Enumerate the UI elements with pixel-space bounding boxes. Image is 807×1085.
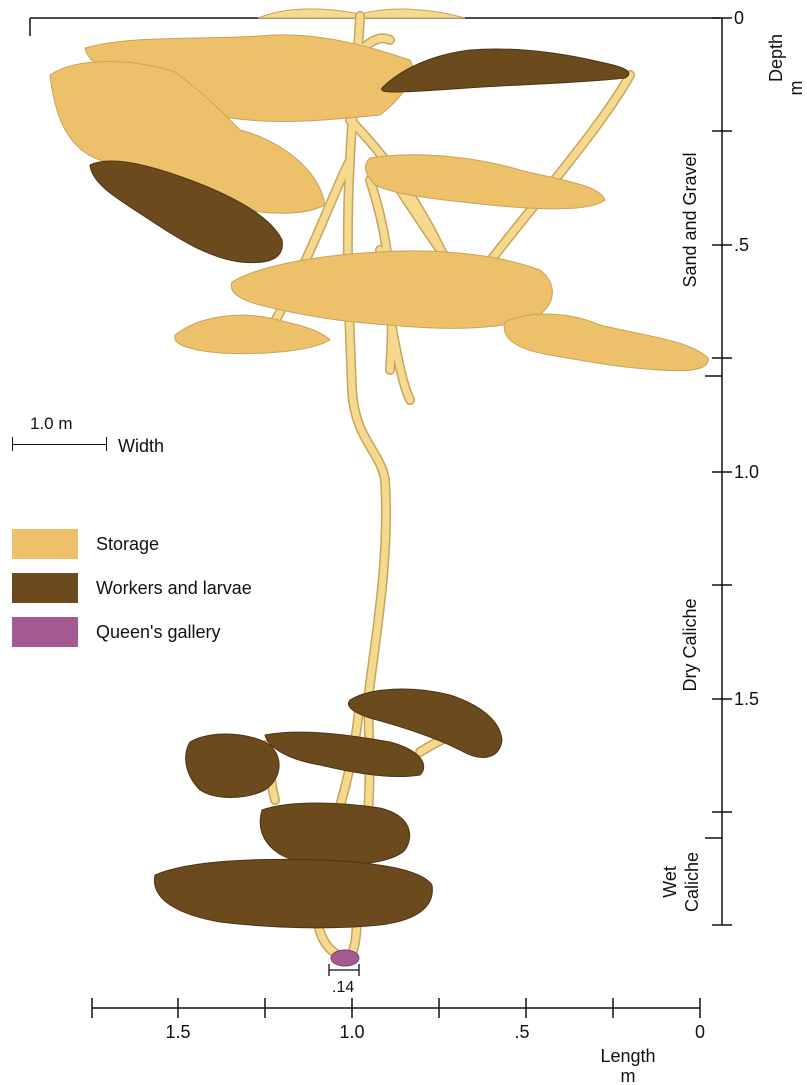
legend-label: Storage bbox=[96, 534, 159, 555]
legend-item-workers: Workers and larvae bbox=[12, 566, 252, 610]
zone-label-sand-gravel: Sand and Gravel bbox=[680, 152, 700, 287]
legend-swatch-workers bbox=[12, 573, 78, 603]
queen-width-label: .14 bbox=[332, 979, 354, 996]
legend-item-storage: Storage bbox=[12, 522, 252, 566]
length-tick-label: 1.0 bbox=[339, 1022, 364, 1042]
worker-chamber bbox=[186, 734, 279, 797]
storage-chamber bbox=[504, 314, 708, 371]
worker-chamber bbox=[260, 803, 409, 865]
worker-chamber bbox=[154, 859, 432, 927]
legend-label: Queen's gallery bbox=[96, 622, 221, 643]
length-axis-unit: m bbox=[621, 1066, 636, 1085]
depth-tick-label: 1.0 bbox=[734, 462, 759, 482]
worker-chamber bbox=[382, 49, 629, 92]
depth-axis-unit: m bbox=[786, 81, 806, 96]
zone-label-wet: Wet bbox=[660, 866, 680, 898]
length-axis: 1.5 1.0 .5 0 Length m bbox=[92, 998, 705, 1085]
depth-tick-label: .5 bbox=[734, 235, 749, 255]
depth-tick-label: 0 bbox=[734, 8, 744, 28]
depth-axis-title: Depth bbox=[766, 34, 786, 82]
zone-label-dry-caliche: Dry Caliche bbox=[680, 598, 700, 691]
length-tick-label: 0 bbox=[695, 1022, 705, 1042]
depth-axis: 0 .5 1.0 1.5 Depth m bbox=[705, 8, 806, 925]
length-tick-label: 1.5 bbox=[165, 1022, 190, 1042]
width-scale-bar: 1.0 m Width bbox=[10, 414, 180, 454]
length-tick-label: .5 bbox=[514, 1022, 529, 1042]
worker-chamber bbox=[265, 732, 424, 776]
legend-swatch-queen bbox=[12, 617, 78, 647]
legend: Storage Workers and larvae Queen's galle… bbox=[12, 522, 252, 654]
zone-label-caliche: Caliche bbox=[682, 852, 702, 912]
legend-label: Workers and larvae bbox=[96, 578, 252, 599]
scale-bar-line bbox=[12, 444, 106, 445]
depth-tick-label: 1.5 bbox=[734, 689, 759, 709]
scale-bar-length: 1.0 m bbox=[30, 414, 73, 434]
legend-swatch-storage bbox=[12, 529, 78, 559]
storage-chamber bbox=[175, 315, 330, 353]
length-axis-title: Length bbox=[600, 1046, 655, 1066]
queen-gallery bbox=[331, 950, 359, 966]
legend-item-queen: Queen's gallery bbox=[12, 610, 252, 654]
scale-bar-label: Width bbox=[118, 436, 164, 457]
scale-bar-cap bbox=[106, 437, 107, 451]
